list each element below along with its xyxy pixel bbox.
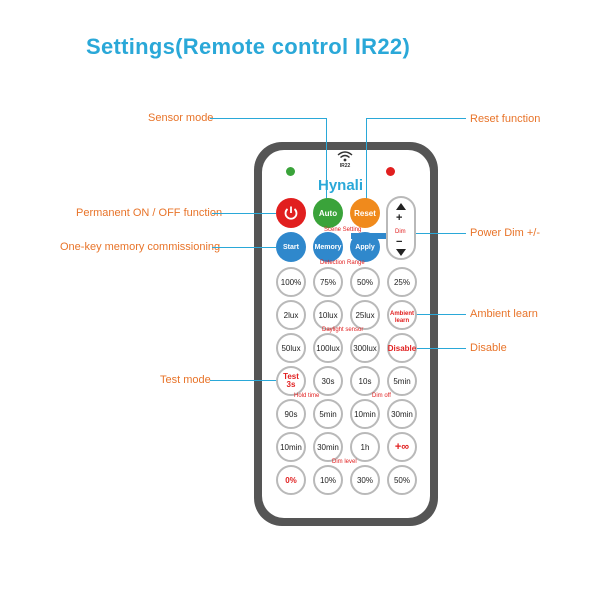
lux-10-button[interactable]: 10lux <box>313 300 343 330</box>
lux-100-button[interactable]: 100lux <box>313 333 343 363</box>
dim-level-30-button[interactable]: 30% <box>350 465 380 495</box>
callout-reset-function: Reset function <box>470 113 540 125</box>
dimoff-infinite-button[interactable]: +∞ <box>387 432 417 462</box>
hold-30min-button[interactable]: 30min <box>313 432 343 462</box>
dim-level-0-button[interactable]: 0% <box>276 465 306 495</box>
hold-time-label: Hold time <box>294 393 319 399</box>
dim-level-50-button[interactable]: 50% <box>387 465 417 495</box>
power-icon <box>282 204 300 222</box>
power-button[interactable] <box>276 198 306 228</box>
ir-signal-icon <box>336 150 354 162</box>
leader-line <box>210 380 276 381</box>
hold-90s-button[interactable]: 90s <box>276 399 306 429</box>
callout-disable: Disable <box>470 342 507 354</box>
test-line2: 3s <box>287 381 296 389</box>
hold-10min-button[interactable]: 10min <box>276 432 306 462</box>
callout-power-dim: Power Dim +/- <box>470 227 540 239</box>
callout-ambient-learn: Ambient learn <box>470 308 538 320</box>
dim-down-arrow-icon[interactable] <box>396 249 406 256</box>
callout-one-key: One-key memory commissioning <box>60 241 220 253</box>
range-75-button[interactable]: 75% <box>313 267 343 297</box>
lux-25-button[interactable]: 25lux <box>350 300 380 330</box>
leader-line <box>366 118 466 119</box>
callout-sensor-mode: Sensor mode <box>148 112 213 124</box>
leader-line <box>414 314 466 315</box>
callout-test-mode: Test mode <box>160 374 211 386</box>
memory-button[interactable]: Memory <box>313 232 343 262</box>
lux-300-button[interactable]: 300lux <box>350 333 380 363</box>
page-title: Settings(Remote control IR22) <box>86 34 410 60</box>
disable-button[interactable]: Disable <box>387 333 417 363</box>
dim-minus-button[interactable]: − <box>396 236 402 248</box>
leader-line <box>212 247 276 248</box>
ambient-line2: learn <box>395 318 409 325</box>
leader-line <box>414 348 466 349</box>
range-25-button[interactable]: 25% <box>387 267 417 297</box>
leader-line <box>416 233 466 234</box>
leader-line <box>366 118 367 200</box>
start-button[interactable]: Start <box>276 232 306 262</box>
dim-level-label: Dim level <box>332 459 357 465</box>
dim-level-10-button[interactable]: 10% <box>313 465 343 495</box>
apply-button[interactable]: Apply <box>350 232 380 262</box>
callout-permanent: Permanent ON / OFF function <box>76 207 222 219</box>
dimoff-30min-button[interactable]: 30min <box>387 399 417 429</box>
green-led-indicator <box>286 167 295 176</box>
red-led-indicator <box>386 167 395 176</box>
dim-off-label: Dim off <box>372 393 391 399</box>
dimoff-10s-button[interactable]: 10s <box>350 366 380 396</box>
test-button[interactable]: Test 3s <box>276 366 306 396</box>
dim-plus-button[interactable]: + <box>396 212 402 224</box>
ir-label: IR22 <box>336 163 354 169</box>
hold-30s-button[interactable]: 30s <box>313 366 343 396</box>
range-50-button[interactable]: 50% <box>350 267 380 297</box>
leader-line <box>210 118 326 119</box>
dimoff-1h-button[interactable]: 1h <box>350 432 380 462</box>
ambient-line1: Ambient <box>390 311 414 318</box>
hold-5min-button[interactable]: 5min <box>313 399 343 429</box>
range-100-button[interactable]: 100% <box>276 267 306 297</box>
detection-range-label: Detection Range <box>320 260 365 266</box>
dimoff-10min-button[interactable]: 10min <box>350 399 380 429</box>
leader-line <box>212 213 276 214</box>
auto-button[interactable]: Auto <box>313 198 343 228</box>
dimoff-5min-button[interactable]: 5min <box>387 366 417 396</box>
dim-up-arrow-icon[interactable] <box>396 203 406 210</box>
lux-2-button[interactable]: 2lux <box>276 300 306 330</box>
leader-line <box>326 118 327 200</box>
dim-label: Dim <box>395 229 406 235</box>
reset-button[interactable]: Reset <box>350 198 380 228</box>
ambient-learn-button[interactable]: Ambient learn <box>387 300 417 330</box>
brand-logo: Hynali <box>318 177 363 194</box>
lux-50-button[interactable]: 50lux <box>276 333 306 363</box>
